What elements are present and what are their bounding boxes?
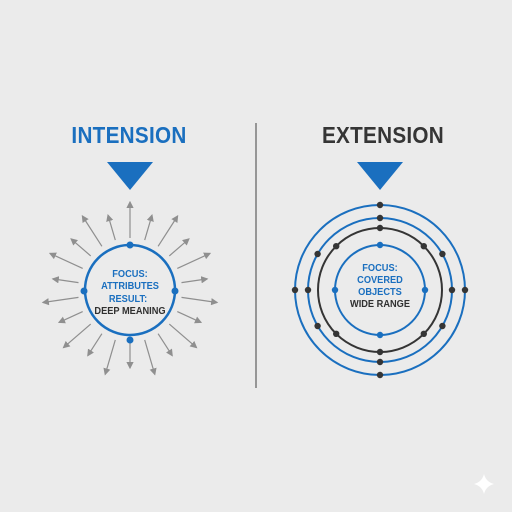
radiating-arrow — [181, 276, 209, 284]
intension-down-triangle — [107, 162, 153, 190]
extension-focus-label: FOCUS: — [362, 262, 398, 274]
ring-dot — [376, 358, 384, 366]
radiating-arrow — [157, 333, 173, 357]
ring-dot — [376, 331, 384, 339]
ring-dot — [376, 214, 384, 222]
extension-title: EXTENSION — [321, 122, 445, 148]
sparkle-icon — [474, 474, 494, 494]
extension-focus-value-1: COVERED — [357, 274, 403, 286]
radiating-arrow — [87, 333, 103, 357]
ring-dot — [439, 322, 446, 330]
radiating-arrow — [177, 311, 203, 324]
radiating-arrow — [103, 339, 116, 376]
ring-dot — [448, 286, 456, 294]
radiating-arrow — [51, 276, 79, 284]
ring-dot — [314, 322, 321, 330]
radiating-arrow — [181, 296, 219, 306]
ring-dot — [331, 286, 339, 294]
intension-node-left — [80, 287, 88, 295]
radiating-arrow — [41, 296, 79, 306]
radiating-arrow — [48, 252, 83, 269]
radiating-arrow — [168, 323, 198, 349]
ring-dot — [376, 348, 384, 356]
intension-node-bottom — [126, 336, 134, 344]
ring-dot — [420, 330, 427, 337]
ring-dot — [304, 286, 312, 294]
radiating-arrow — [106, 214, 116, 241]
ring-dot — [376, 241, 384, 249]
intension-result-value: DEEP MEANING — [94, 305, 166, 317]
ring-dot — [333, 330, 340, 337]
intension-focus-label: FOCUS: — [112, 268, 148, 280]
radiating-arrow — [168, 238, 190, 257]
ring-dot — [376, 201, 384, 209]
radiating-arrow — [177, 252, 212, 269]
ring-dot — [314, 250, 321, 258]
ring-dot — [421, 286, 429, 294]
ring-dot — [333, 243, 340, 250]
extension-down-triangle — [357, 162, 403, 190]
extension-object-dots — [291, 201, 469, 379]
radiating-arrow — [57, 311, 83, 324]
ring-dot — [461, 286, 469, 294]
ring-dot — [439, 250, 446, 258]
intension-radiating-arrows — [41, 200, 219, 376]
ring-dot — [420, 243, 427, 250]
radiating-arrow — [157, 214, 179, 247]
radiating-arrow — [62, 323, 92, 349]
intension-title: INTENSION — [71, 122, 187, 148]
ring-dot — [376, 224, 384, 232]
intension-result-label: RESULT: — [108, 293, 148, 305]
intension-node-right — [171, 287, 179, 295]
intension-focus-value: ATTRIBUTES — [101, 280, 159, 292]
radiating-arrow — [144, 339, 157, 376]
ring-dot — [291, 286, 299, 294]
ring-dot — [376, 371, 384, 379]
radiating-arrow — [144, 214, 154, 241]
extension-range-label: WIDE RANGE — [349, 298, 411, 310]
intension-node-top — [126, 241, 134, 249]
radiating-arrow — [81, 214, 103, 247]
extension-focus-value-2: OBJECTS — [358, 286, 402, 298]
radiating-arrow — [70, 238, 92, 257]
